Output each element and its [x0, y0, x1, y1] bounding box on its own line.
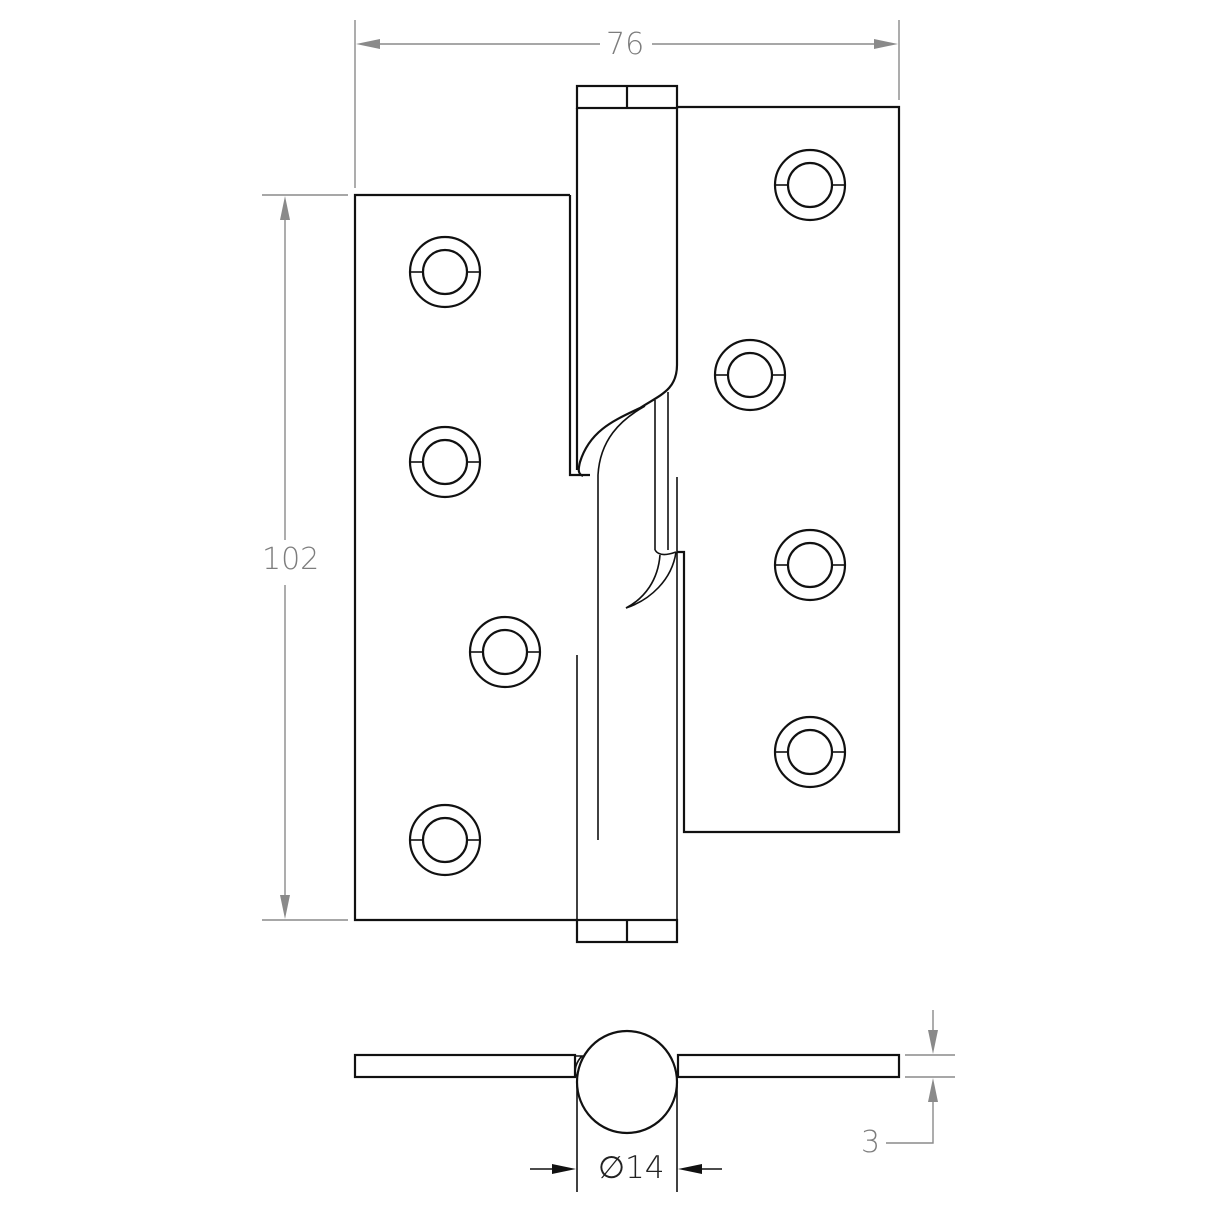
height-dimension-label: 102: [262, 542, 320, 577]
screw-hole: [408, 803, 482, 877]
width-dimension: [354, 20, 900, 188]
thickness-dimension-label: 3: [861, 1125, 881, 1160]
left-leaf: [353, 193, 599, 922]
screw-hole: [773, 528, 847, 602]
right-leaf: [677, 105, 901, 834]
screw-hole: [773, 715, 847, 789]
end-view: [353, 1010, 955, 1192]
screw-hole: [468, 615, 542, 689]
width-dimension-label: 76: [606, 27, 645, 62]
screw-hole: [408, 235, 482, 309]
screw-hole: [408, 425, 482, 499]
knuckle: [575, 84, 679, 944]
diameter-dimension-label: ∅14: [598, 1150, 665, 1186]
screw-holes: [408, 148, 847, 877]
height-dimension: [262, 194, 348, 921]
screw-hole: [713, 338, 787, 412]
screw-hole: [773, 148, 847, 222]
